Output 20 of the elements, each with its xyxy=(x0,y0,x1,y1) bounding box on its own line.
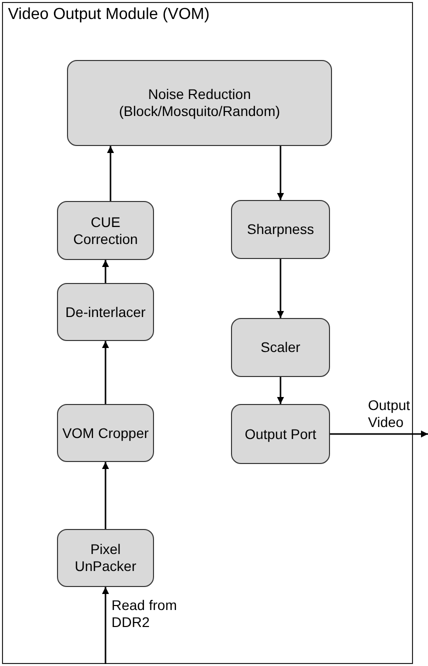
arrow xyxy=(330,430,428,438)
process-box: De-interlacer xyxy=(57,283,154,341)
module-frame xyxy=(2,2,413,664)
module-title: Video Output Module (VOM) xyxy=(8,5,210,25)
arrow xyxy=(277,146,284,200)
arrow xyxy=(107,146,114,201)
process-box: Output Port xyxy=(231,404,330,464)
edge-label: Output Video xyxy=(368,397,412,431)
process-box: Scaler xyxy=(231,318,330,377)
arrow xyxy=(102,587,109,664)
process-box: Noise Reduction (Block/Mosquito/Random) xyxy=(67,60,332,146)
arrow xyxy=(102,462,109,529)
arrow xyxy=(102,341,109,404)
arrow xyxy=(102,260,109,283)
arrow xyxy=(277,259,284,318)
arrow xyxy=(277,377,284,404)
process-box: Pixel UnPacker xyxy=(57,529,154,587)
process-box: CUE Correction xyxy=(57,201,154,260)
process-box: VOM Cropper xyxy=(57,404,154,462)
process-box: Sharpness xyxy=(231,200,330,259)
